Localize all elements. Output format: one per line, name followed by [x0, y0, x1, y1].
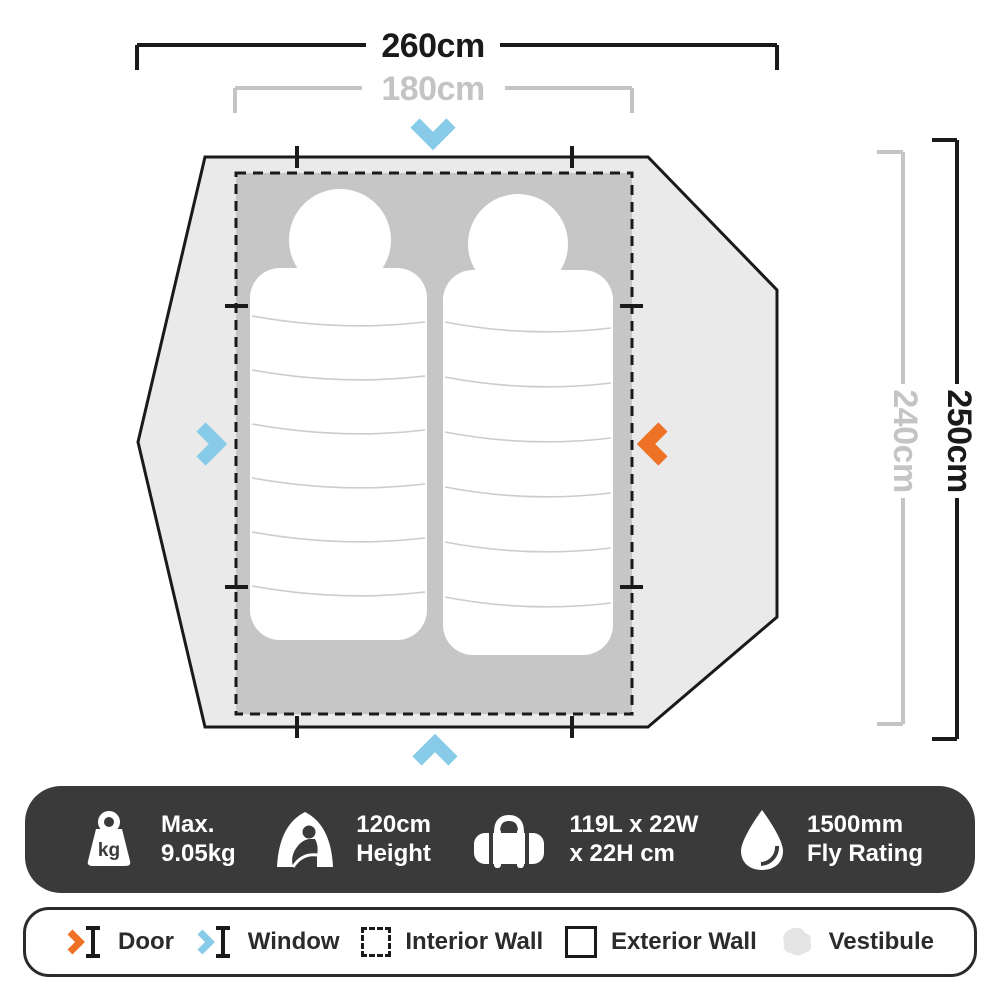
legend-interior-wall-label: Interior Wall — [405, 928, 544, 955]
legend-bar: Door Window Interior Wall Exterior Wall — [23, 907, 977, 977]
weight-kg-icon: kg — [87, 810, 131, 866]
legend-exterior-wall: Exterior Wall — [564, 926, 757, 958]
legend-door-label: Door — [118, 928, 174, 955]
spec-height-line1: 120cm — [356, 811, 431, 839]
spec-packed-size: 119L x 22W x 22H cm — [469, 809, 698, 871]
sleeping-bag-right — [443, 194, 613, 655]
vestibule-legend-icon — [782, 927, 811, 956]
window-arrow-left-icon — [196, 422, 228, 466]
tent-height-icon — [277, 811, 334, 868]
interior-wall-legend-icon — [361, 927, 392, 957]
dim-top-outer-label: 260cm — [381, 27, 484, 65]
spec-packed-size-line1: 119L x 22W — [569, 811, 699, 839]
dim-side-inner-label: 240cm — [886, 389, 924, 492]
sleeping-bag-left — [250, 189, 427, 640]
dimension-side-outer: 250cm — [932, 138, 978, 741]
door-legend-icon — [67, 926, 100, 958]
legend-interior-wall: Interior Wall — [361, 927, 543, 957]
spec-max-weight: kg Max. 9.05kg — [77, 808, 236, 872]
dimension-top-inner: 180cm — [233, 70, 634, 113]
dim-top-inner-label: 180cm — [381, 70, 484, 108]
spec-max-weight-line1: Max. — [161, 811, 215, 839]
spec-fly-rating-line2: Fly Rating — [806, 839, 923, 867]
tent-floorplan: 260cm 180cm 240cm 250cm — [135, 27, 978, 766]
stake-ticks — [225, 146, 643, 738]
legend-door: Door — [66, 925, 174, 959]
legend-vestibule: Vestibule — [779, 925, 934, 959]
duffel-bag-icon — [474, 814, 545, 868]
spec-max-weight-line2: 9.05kg — [161, 839, 236, 867]
spec-bar: kg Max. 9.05kg 120cm Height — [25, 786, 975, 893]
window-arrow-top-icon — [410, 118, 456, 151]
dim-side-outer-label: 250cm — [940, 389, 978, 492]
dimension-top-outer: 260cm — [135, 27, 779, 70]
window-legend-icon — [197, 926, 230, 958]
spec-height: 120cm Height — [274, 809, 431, 871]
legend-window-label: Window — [247, 928, 340, 955]
legend-exterior-wall-label: Exterior Wall — [610, 928, 757, 955]
legend-window: Window — [196, 925, 340, 959]
legend-vestibule-label: Vestibule — [828, 928, 934, 955]
window-arrow-bottom-icon — [412, 733, 458, 766]
spec-height-line2: Height — [356, 839, 431, 867]
exterior-wall-legend-icon — [564, 926, 597, 958]
door-arrow-right-icon — [636, 422, 668, 466]
weight-icon-kg-label: kg — [98, 840, 120, 861]
water-drop-icon — [740, 809, 783, 870]
dimension-side-inner: 240cm — [877, 150, 924, 726]
spec-fly-rating-line1: 1500mm — [806, 811, 904, 839]
spec-packed-size-line2: x 22H cm — [569, 839, 675, 867]
spec-fly-rating: 1500mm Fly Rating — [737, 808, 923, 872]
